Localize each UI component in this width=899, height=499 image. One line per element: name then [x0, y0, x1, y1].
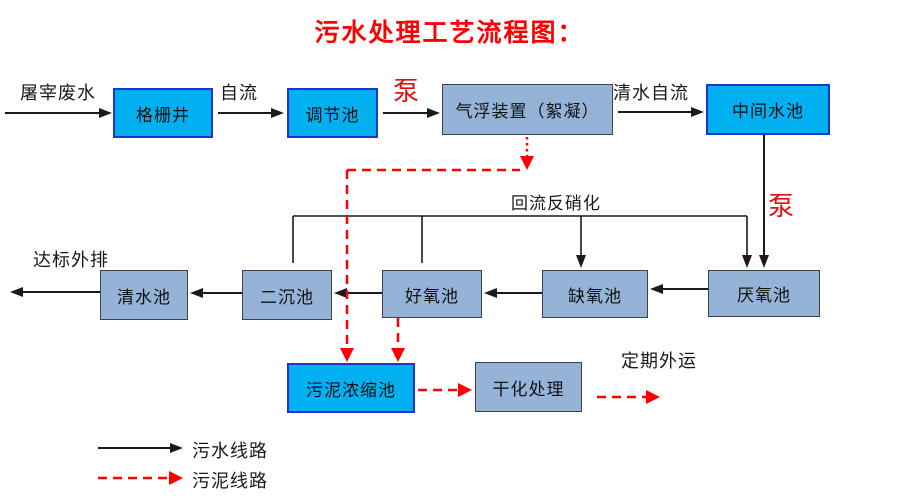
- arrow-intermediate-to-anaerobic-pump: [759, 135, 769, 268]
- arrow-influent-to-grid-well: [5, 108, 112, 118]
- node-aerobic-tank: 好氧池: [382, 270, 482, 318]
- node-anoxic-tank: 缺氧池: [542, 270, 648, 318]
- arrow-secondary-to-clear-water: [190, 288, 242, 298]
- node-sludge-thickening-tank: 污泥浓缩池: [287, 363, 415, 413]
- label-clear-water-gravity-flow: 清水自流: [613, 83, 689, 103]
- arrow-grid-well-to-regulating-tank: [218, 108, 284, 118]
- arrow-air-flotation-to-intermediate: [618, 107, 704, 117]
- node-grid-well: 格栅井: [113, 88, 213, 138]
- node-drying-treatment: 干化处理: [475, 362, 582, 412]
- reflux-denitrification-line: [292, 215, 752, 268]
- diagram-title: 污水处理工艺流程图：: [314, 20, 585, 47]
- legend-sludge-line-label: 污泥线路: [192, 471, 268, 491]
- label-influent: 屠宰废水: [20, 83, 96, 103]
- arrow-aerobic-to-secondary: [334, 288, 382, 298]
- label-periodic-outward-transport: 定期外运: [621, 351, 697, 371]
- arrow-regulating-to-air-flotation: [383, 108, 440, 118]
- label-reflux-denitrification: 回流反硝化: [511, 194, 601, 213]
- node-air-flotation: 气浮装置（絮凝）: [442, 84, 613, 135]
- node-clear-water-tank: 清水池: [100, 270, 188, 320]
- sludge-arrow-aerobic-to-thickener: [391, 318, 405, 362]
- arrow-anoxic-to-aerobic: [484, 288, 542, 298]
- sludge-arrow-air-flotation-down: [520, 137, 534, 170]
- legend-sewage-line-label: 污水线路: [192, 441, 268, 461]
- legend-sludge-arrow: [98, 471, 183, 485]
- label-pump-right: 泵: [768, 192, 795, 221]
- arrow-clear-water-to-discharge: [10, 287, 100, 297]
- label-pump-top: 泵: [393, 77, 420, 106]
- node-anaerobic-tank: 厌氧池: [708, 270, 820, 317]
- node-secondary-sedimentation-tank: 二沉池: [242, 270, 332, 320]
- legend-sewage-arrow: [98, 443, 183, 453]
- sludge-arrow-drying-outward: [597, 390, 660, 404]
- arrow-anaerobic-to-anoxic: [650, 284, 708, 294]
- sludge-arrow-thickener-to-drying: [418, 383, 472, 397]
- node-intermediate-tank: 中间水池: [706, 84, 830, 135]
- sludge-line-to-thickener-left: [340, 168, 520, 362]
- node-regulating-tank: 调节池: [287, 88, 378, 138]
- label-gravity-flow: 自流: [220, 83, 258, 103]
- label-standard-discharge: 达标外排: [33, 250, 109, 270]
